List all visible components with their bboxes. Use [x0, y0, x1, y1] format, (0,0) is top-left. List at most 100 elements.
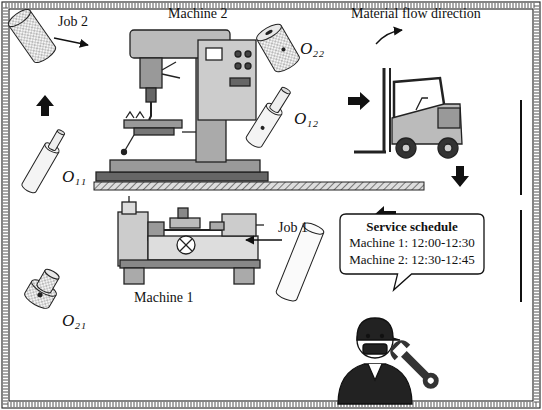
forklift-part — [402, 144, 410, 152]
drill-press-part — [206, 48, 222, 60]
drill-press-part — [124, 120, 182, 128]
forklift-part — [354, 151, 386, 154]
lathe-part — [180, 239, 192, 251]
job2-cylinder — [6, 6, 58, 65]
drill-press-part — [146, 88, 156, 102]
drill-press-part — [162, 62, 176, 70]
flow-arrow-up — [36, 95, 54, 116]
conveyor-bar — [94, 182, 424, 190]
forklift — [354, 68, 462, 158]
machine-label: Machine 2 — [168, 6, 227, 21]
lathe-part — [124, 268, 144, 284]
o21-part-part — [37, 292, 44, 299]
job1-cylinder — [275, 221, 325, 303]
drill-press-part — [122, 150, 127, 155]
worker-icon-part — [368, 364, 382, 380]
schedule-line: Machine 1: 12:00-12:30 — [349, 235, 475, 251]
o21-part-part — [44, 268, 61, 281]
wrench-icon-part — [419, 369, 442, 392]
flow-curve-arrow — [376, 30, 402, 44]
o12-part-part — [260, 125, 266, 131]
flow-label: Material flow direction — [351, 6, 481, 21]
o11-part-part — [57, 129, 66, 136]
lathe-part — [178, 208, 188, 218]
forklift-part — [383, 68, 386, 152]
wrench-icon-part — [426, 376, 434, 384]
drill-press — [96, 30, 268, 181]
job1-arrow — [246, 239, 282, 240]
forklift-part — [438, 108, 460, 128]
drill-press-part — [134, 128, 174, 135]
o22-part-part — [281, 47, 286, 52]
drill-press-part — [126, 112, 144, 118]
drill-press-part — [110, 160, 260, 172]
side-bar — [520, 210, 522, 302]
worker-icon-part — [381, 335, 384, 338]
schedule-line: Machine 2: 12:30-12:45 — [349, 252, 475, 268]
part-label: O₂₁ — [62, 312, 86, 331]
lathe-part — [170, 218, 200, 228]
o12-part-part — [281, 86, 292, 95]
job1-cylinder-part — [275, 225, 324, 304]
drill-press-part — [149, 102, 151, 120]
lathe-part — [210, 222, 224, 230]
lathe-part — [122, 202, 136, 214]
bubble-outline — [340, 214, 484, 290]
drill-press-part — [198, 40, 256, 120]
lathe-part — [148, 236, 258, 260]
drill-press-part — [230, 78, 250, 86]
bubble-heading: Service schedule — [349, 219, 475, 235]
worker-icon-part — [363, 344, 387, 354]
forklift-part — [396, 138, 416, 158]
job2-cylinder-part — [6, 6, 33, 29]
lathe-part — [118, 212, 148, 266]
speech-bubble: Service scheduleMachine 1: 12:00-12:30Ma… — [340, 214, 484, 274]
flow-arrow-down — [451, 166, 469, 187]
forklift-part — [444, 144, 452, 152]
drill-press-part — [245, 51, 251, 57]
frame-border-part — [6, 6, 537, 405]
wrench-icon-part — [386, 336, 410, 360]
worker-icon-part — [338, 364, 412, 404]
drill-press-part — [235, 63, 241, 69]
o21-part — [22, 265, 65, 312]
side-bar — [520, 100, 522, 195]
o12-part — [244, 84, 294, 150]
job-label: Job 2 — [58, 14, 88, 29]
forklift-part — [438, 138, 458, 158]
lathe-part — [120, 260, 260, 268]
job2-arrow — [54, 38, 88, 45]
job-label: Job 1 — [278, 220, 308, 235]
frame-border-part — [9, 9, 533, 401]
wrench-icon — [386, 336, 444, 394]
part-label: O₁₂ — [294, 110, 318, 129]
machine-label: Machine 1 — [134, 290, 193, 305]
flow-arrow-right — [348, 92, 370, 110]
o11-part — [20, 127, 68, 195]
drill-press-part — [140, 58, 162, 88]
lathe — [118, 196, 264, 284]
lathe-part — [180, 239, 192, 251]
worker-icon-part — [357, 318, 400, 340]
lathe-part — [256, 224, 264, 225]
o22-part — [254, 21, 301, 75]
forklift-part — [389, 68, 391, 152]
lathe-part — [177, 236, 195, 254]
worker-icon — [338, 318, 412, 404]
worker-icon-part — [367, 335, 370, 338]
drill-press-part — [235, 51, 241, 57]
drill-press-part — [96, 172, 268, 181]
lathe-part — [222, 214, 256, 236]
lathe-part — [234, 268, 254, 284]
forklift-part — [416, 98, 428, 110]
lathe-part — [128, 196, 129, 202]
drill-press-part — [162, 74, 180, 78]
part-label: O₂₂ — [300, 40, 324, 59]
drill-press-part — [182, 131, 196, 132]
part-label: O₁₁ — [62, 168, 86, 187]
o22-part-part — [254, 21, 283, 44]
